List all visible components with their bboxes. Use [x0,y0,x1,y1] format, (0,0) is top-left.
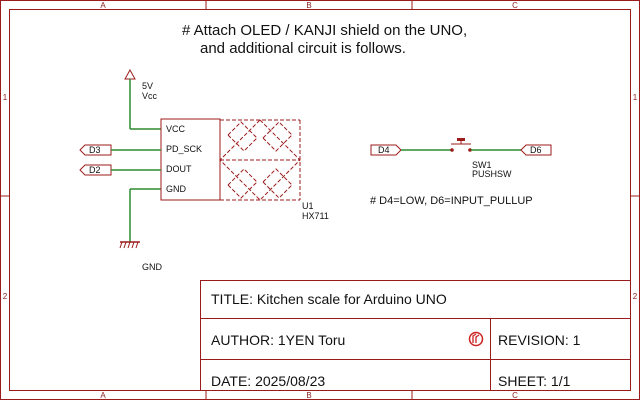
revision-field: REVISION: 1 [498,332,581,348]
hx711-pin-gnd: GND [166,184,187,194]
gnd-name-label: GND [142,262,163,272]
col-label-a-bottom: A [100,391,106,400]
vcc-value-label: 5V [142,81,153,91]
author-logo-icon [468,331,484,347]
row-label-1-left: 1 [3,93,8,102]
row-label-2-right: 2 [633,292,638,301]
port-d3-label: D3 [89,145,101,155]
col-label-b-top: B [306,1,311,10]
port-d6 [471,144,552,156]
switch-note: # D4=LOW, D6=INPUT_PULLUP [370,195,533,207]
hx711-pin-dout: DOUT [166,164,192,174]
sheet-field: SHEET: 1/1 [498,373,571,389]
switch-ref-label: SW1 [472,160,492,170]
switch-value-label: PUSHSW [472,169,512,179]
push-switch [450,138,472,152]
gnd-power-symbol [119,188,161,249]
author-field: AUTHOR: 1YEN Toru [211,332,345,348]
port-d4 [370,144,451,156]
hx711-value-label: HX711 [302,211,329,221]
port-d4-label: D4 [378,145,390,155]
row-label-1-right: 1 [633,93,638,102]
col-label-c-top: C [512,1,518,10]
note-line-2: and additional circuit is follows. [200,40,406,57]
hx711-pin-pd-sck: PD_SCK [166,144,202,154]
vcc-power-symbol [124,68,161,130]
vcc-name-label: Vcc [142,91,158,101]
date-field: DATE: 2025/08/23 [211,373,325,389]
row-label-2-left: 2 [3,292,8,301]
load-cell-bridge [219,119,301,201]
col-label-b-bottom: B [306,391,311,400]
col-label-a-top: A [100,1,106,10]
col-label-c-bottom: C [512,391,518,400]
port-d6-label: D6 [530,145,542,155]
port-d2 [79,164,161,176]
hx711-pin-vcc: VCC [166,124,186,134]
note-line-1: # Attach OLED / KANJI shield on the UNO, [182,22,467,39]
port-d2-label: D2 [89,165,101,175]
title-block-frame [200,280,631,391]
hx711-ref-label: U1 [302,201,314,211]
title-field: TITLE: Kitchen scale for Arduino UNO [211,291,447,307]
port-d3 [79,144,161,156]
